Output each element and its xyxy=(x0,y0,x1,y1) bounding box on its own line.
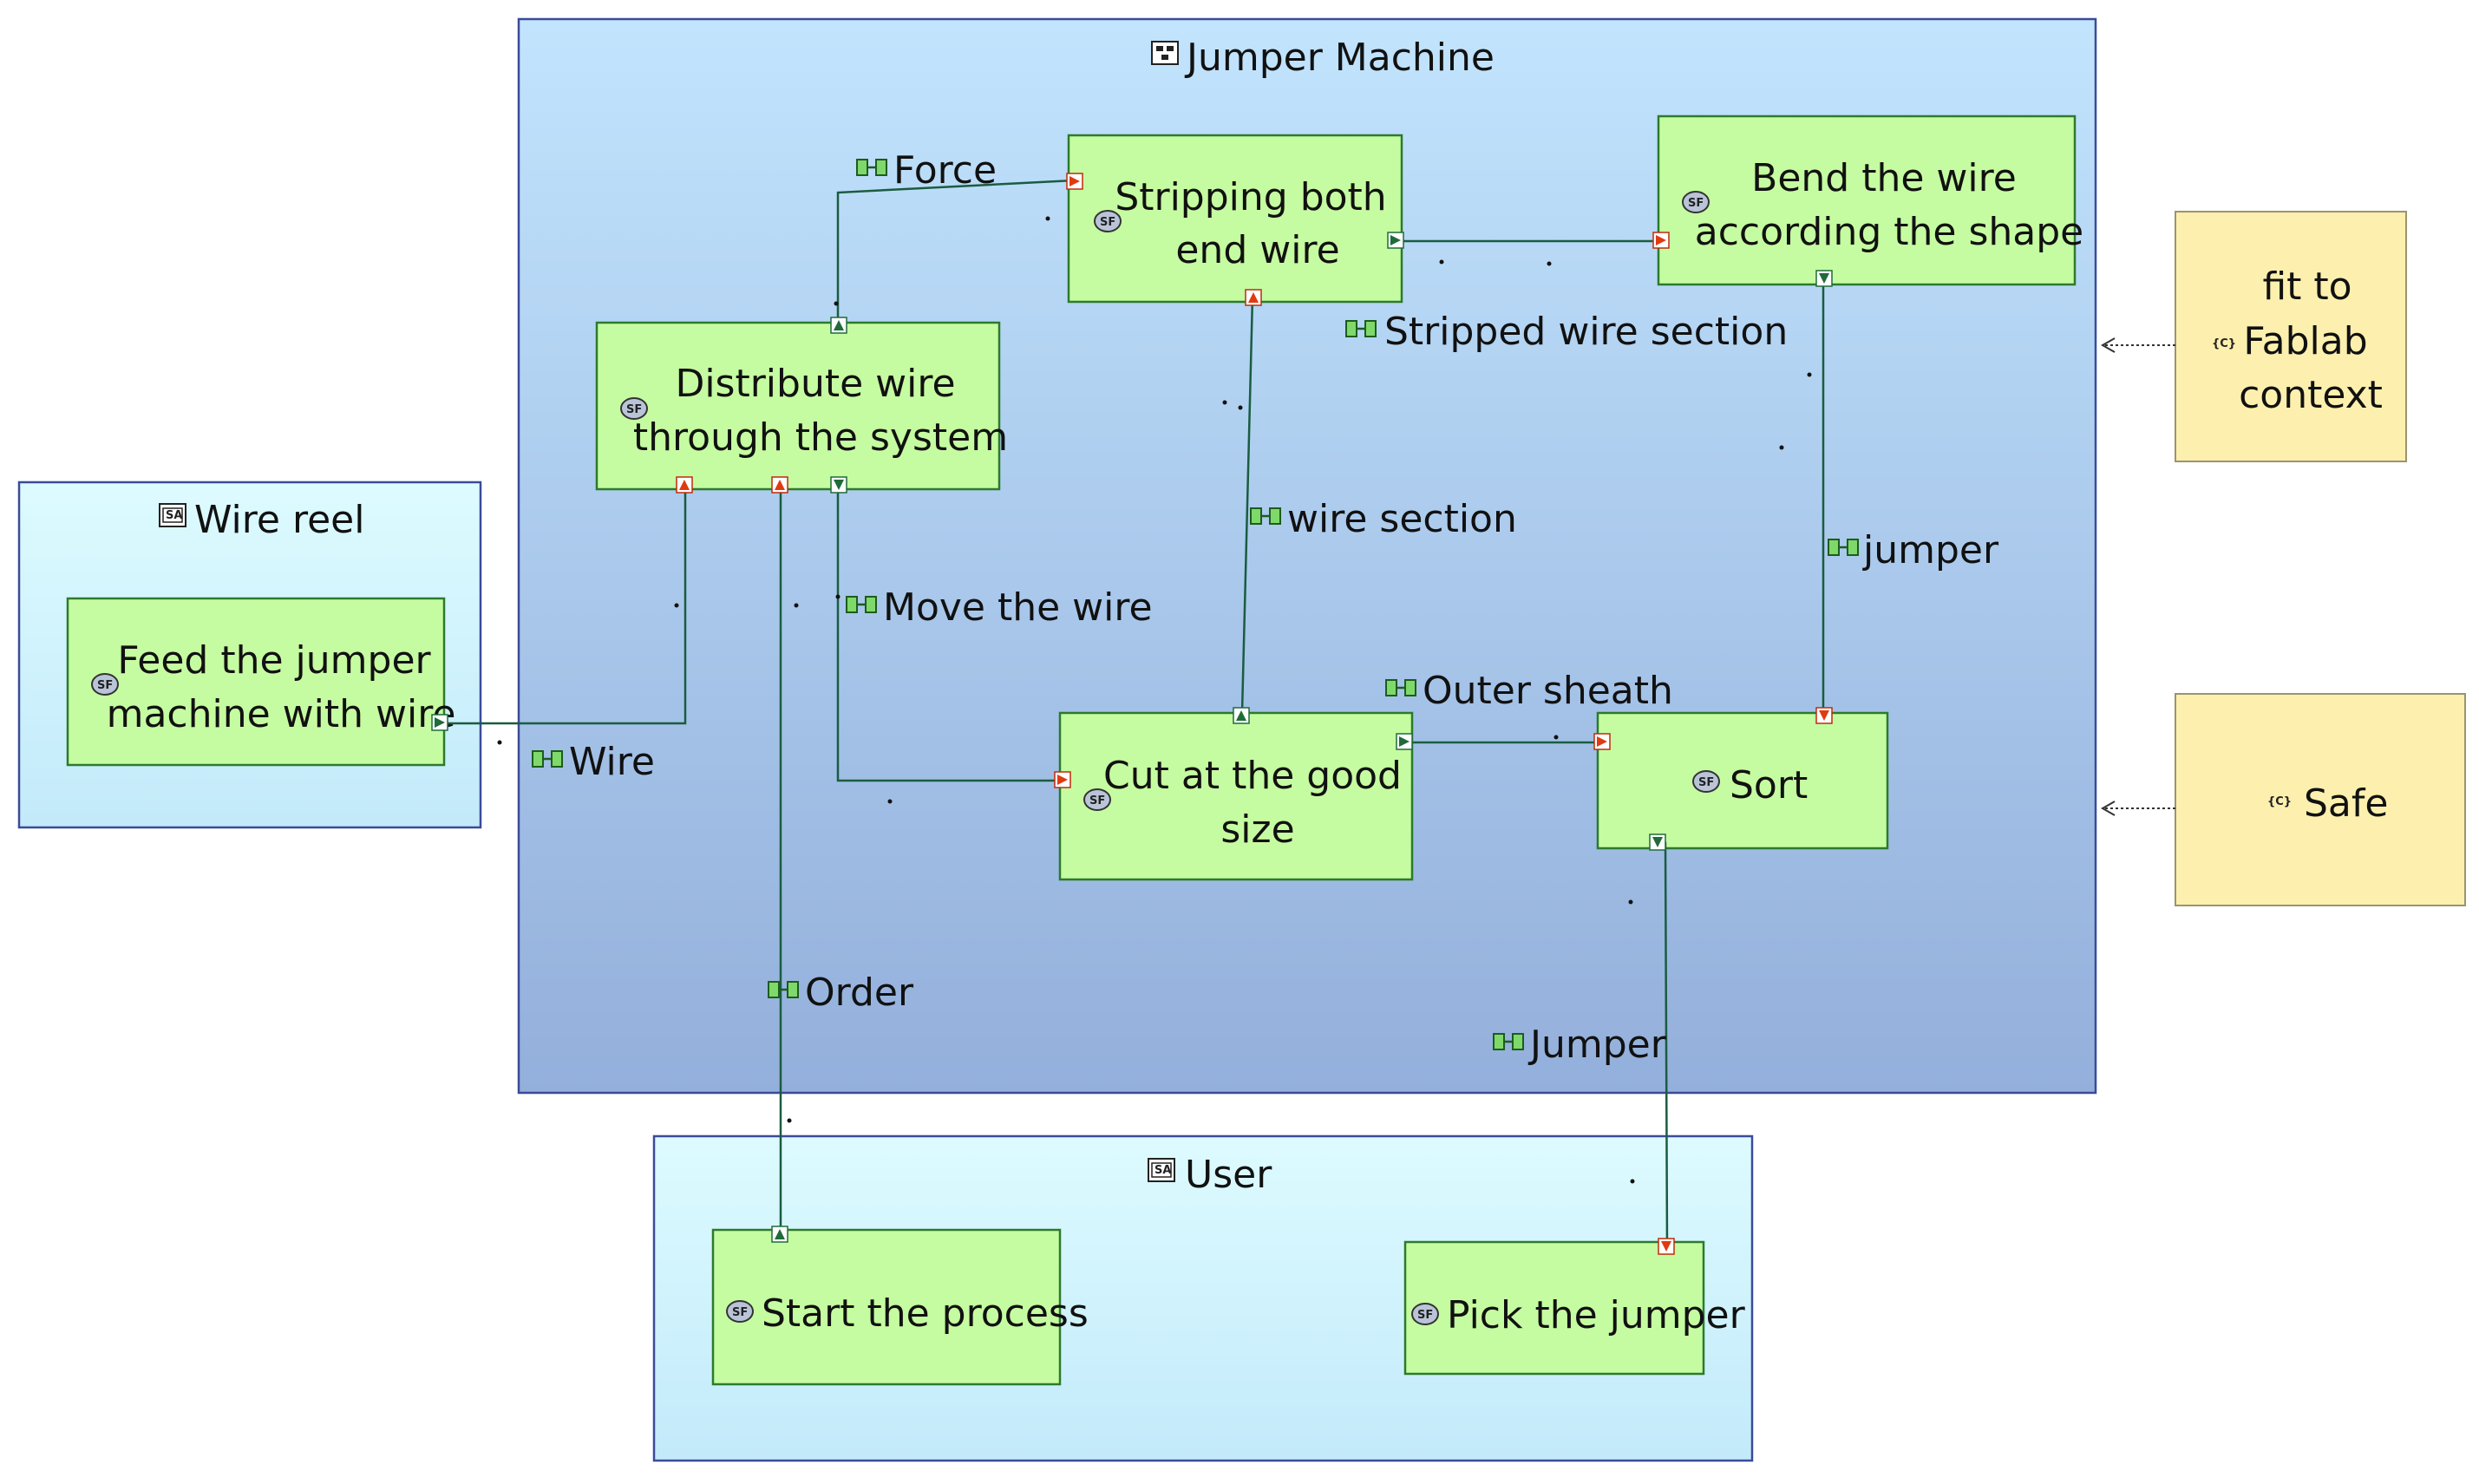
svg-text:Outer sheath: Outer sheath xyxy=(1423,669,1673,713)
exchange-line-force xyxy=(836,179,1075,323)
svg-text:SF: SF xyxy=(97,679,113,692)
constraint-fablab[interactable]: {C} fit to Fablab context xyxy=(2175,211,2407,462)
svg-text:Distribute wire: Distribute wire xyxy=(675,362,955,406)
svg-text:SF: SF xyxy=(1089,794,1105,807)
function-sort[interactable]: SF Sort xyxy=(1596,711,1889,850)
system-icon xyxy=(1151,41,1179,65)
svg-text:Start the process: Start the process xyxy=(762,1291,1089,1336)
svg-text:Pick the jumper: Pick the jumper xyxy=(1447,1293,1746,1337)
svg-text:SF: SF xyxy=(1100,216,1115,229)
exchange-label-force[interactable]: Force xyxy=(855,148,997,193)
function-stripping[interactable]: SF Stripping both end wire xyxy=(1067,134,1403,304)
constraint-safe[interactable]: {C} Safe xyxy=(2175,693,2466,906)
svg-text:SF: SF xyxy=(732,1306,748,1319)
constraint-icon: {C} xyxy=(2212,337,2236,350)
svg-text:Safe: Safe xyxy=(2304,781,2388,826)
svg-text:Order: Order xyxy=(805,971,914,1015)
svg-text:wire section: wire section xyxy=(1287,497,1517,541)
exchange-label-jumper[interactable]: jumper xyxy=(1827,528,1999,572)
svg-text:SF: SF xyxy=(1698,776,1714,789)
svg-text:size: size xyxy=(1220,807,1294,852)
svg-text:SA: SA xyxy=(1154,1164,1171,1177)
svg-text:context: context xyxy=(2239,373,2383,417)
svg-text:Jumper: Jumper xyxy=(1527,1023,1667,1067)
function-feed[interactable]: SF Feed the jumper machine with wire xyxy=(66,597,456,767)
svg-text:Stripping both: Stripping both xyxy=(1115,175,1386,219)
exchange-label-wire[interactable]: Wire xyxy=(531,740,655,784)
user-title: User xyxy=(1185,1153,1272,1197)
jumper-machine-title: Jumper Machine xyxy=(1184,36,1495,80)
svg-text:SF: SF xyxy=(1688,197,1704,210)
constraint-icon: {C} xyxy=(2267,795,2292,808)
exchange-line-wire-section xyxy=(1240,296,1254,714)
svg-text:Force: Force xyxy=(893,148,997,193)
anchor-dots xyxy=(497,216,1812,1184)
svg-text:machine with wire: machine with wire xyxy=(107,692,456,736)
function-distribute[interactable]: SF Distribute wire through the system xyxy=(595,321,1008,491)
svg-text:SF: SF xyxy=(1417,1309,1433,1322)
svg-text:jumper: jumper xyxy=(1862,528,1999,572)
exchange-label-move-the-wire[interactable]: Move the wire xyxy=(845,585,1153,630)
constraint-links xyxy=(2100,337,2175,816)
exchange-line-move-wire xyxy=(836,486,1069,782)
svg-text:SF: SF xyxy=(626,403,642,416)
svg-text:Sort: Sort xyxy=(1730,763,1808,807)
exchange-label-outer-sheath[interactable]: Outer sheath xyxy=(1384,669,1673,713)
svg-text:according the shape: according the shape xyxy=(1695,210,2084,254)
svg-text:Wire: Wire xyxy=(569,740,655,784)
exchange-line-wire xyxy=(441,486,687,725)
svg-text:Move the wire: Move the wire xyxy=(883,585,1153,630)
function-pick[interactable]: SF Pick the jumper xyxy=(1403,1240,1746,1376)
function-bend[interactable]: SF Bend the wire according the shape xyxy=(1657,114,2084,286)
svg-text:fit to: fit to xyxy=(2262,265,2351,309)
svg-text:Stripped wire section: Stripped wire section xyxy=(1384,310,1788,354)
svg-text:Feed the jumper: Feed the jumper xyxy=(117,638,431,683)
function-cut[interactable]: SF Cut at the good size xyxy=(1058,711,1414,881)
ports xyxy=(431,173,1833,1255)
svg-text:Fablab: Fablab xyxy=(2243,319,2367,363)
svg-text:end wire: end wire xyxy=(1175,228,1339,272)
wire-reel-title: Wire reel xyxy=(194,498,364,542)
exchange-label-wire-section[interactable]: wire section xyxy=(1249,497,1517,541)
svg-text:SA: SA xyxy=(166,509,182,522)
svg-text:through the system: through the system xyxy=(633,415,1008,460)
exchange-label-jumper-upper[interactable]: Jumper xyxy=(1492,1023,1667,1067)
exchange-label-order[interactable]: Order xyxy=(767,971,914,1015)
svg-text:Cut at the good: Cut at the good xyxy=(1103,754,1402,798)
exchange-label-stripped-wire-section[interactable]: Stripped wire section xyxy=(1344,310,1788,354)
function-start[interactable]: SF Start the process xyxy=(711,1228,1089,1386)
svg-text:Bend the wire: Bend the wire xyxy=(1751,156,2017,200)
